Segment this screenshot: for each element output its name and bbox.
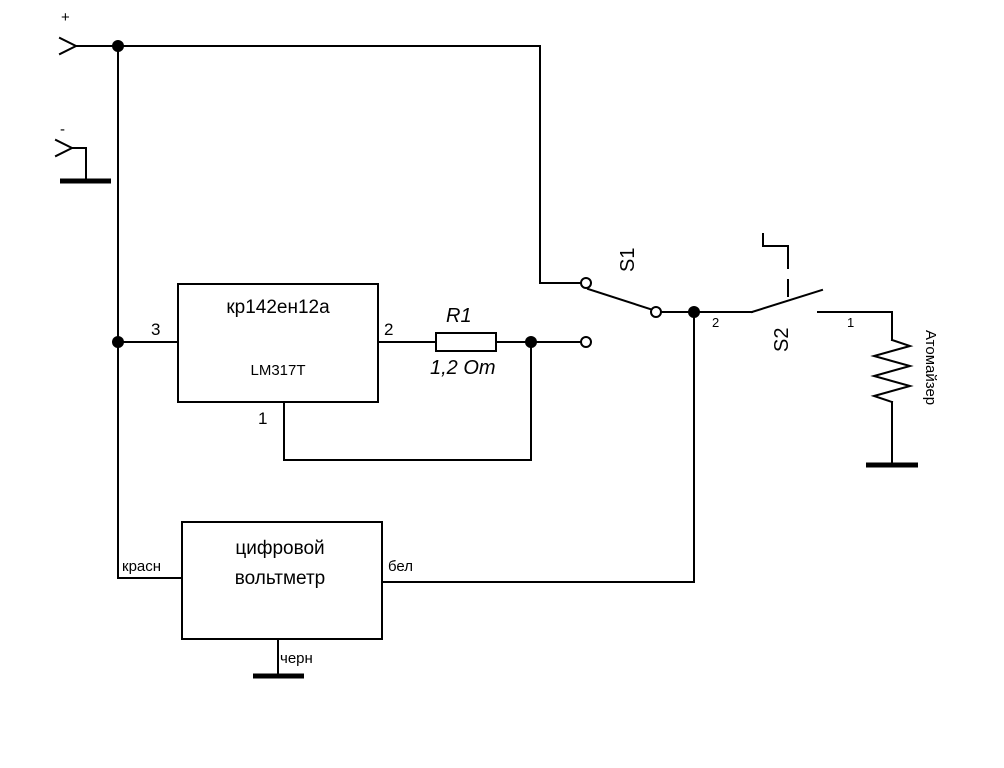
regulator-name: кр142ен12а — [226, 297, 330, 318]
regulator-part: LM317T — [250, 362, 305, 379]
regulator-output-wires — [283, 341, 581, 461]
plus-input-connector — [58, 36, 119, 56]
s2-pin-left: 2 — [712, 315, 719, 330]
minus-input-connector — [54, 138, 111, 184]
atomizer-load — [866, 311, 918, 468]
regulator-pin-out: 2 — [384, 320, 393, 339]
voltmeter-line1: цифровой — [235, 538, 324, 559]
plus-label: + — [61, 9, 70, 26]
voltmeter-white-label: бел — [388, 558, 413, 575]
pushbutton-s2 — [750, 233, 893, 314]
switch-s1 — [580, 277, 662, 348]
voltmeter-wires — [253, 311, 695, 679]
voltmeter-black-label: черн — [280, 650, 313, 667]
s2-label: S2 — [771, 328, 793, 352]
positive-rail — [117, 45, 581, 579]
voltmeter-line2: вольтметр — [235, 568, 326, 589]
voltmeter-box — [181, 521, 383, 640]
s1-terminal-direct — [580, 277, 592, 289]
regulator-pin-in: 3 — [151, 320, 160, 339]
resistor-value: 1,2 Om — [430, 357, 496, 379]
junction-dot-top — [112, 40, 124, 52]
s1-terminal-regulated — [580, 336, 592, 348]
junction-dot-regulator-input — [112, 336, 124, 348]
s1-terminal-common — [650, 306, 662, 318]
minus-label: - — [60, 121, 65, 138]
resistor-ref: R1 — [446, 305, 472, 327]
junction-dot-resistor — [525, 336, 537, 348]
atomizer-label: Атомайзер — [922, 330, 939, 405]
resistor-r1 — [435, 332, 497, 352]
regulator-pin-adj: 1 — [258, 409, 267, 428]
voltmeter-red-label: красн — [122, 558, 161, 575]
s1-label: S1 — [617, 248, 639, 272]
s2-pin-right: 1 — [847, 315, 854, 330]
